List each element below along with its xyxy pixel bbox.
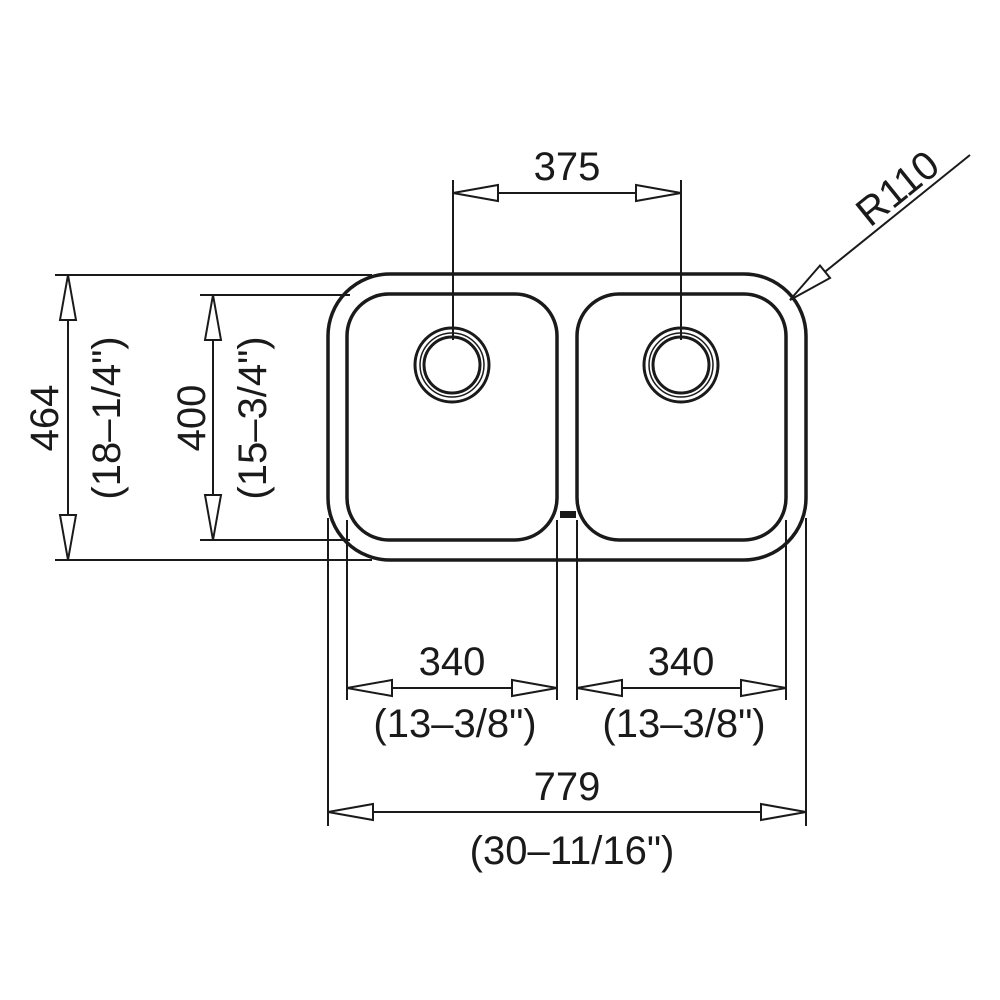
overall-depth-label: 464	[23, 385, 67, 452]
bowl-depth-inches-label: (15–3/4")	[231, 336, 275, 499]
drain-spacing-label: 375	[534, 145, 601, 189]
right-bowl-width-inches-label: (13–3/8")	[602, 702, 765, 746]
overall-depth-inches-label: (18–1/4")	[85, 336, 129, 499]
corner-radius-label: R110	[848, 143, 948, 235]
sink-outer-rim	[326, 272, 808, 562]
right-bowl-width-dimension: 340 (13–3/8")	[576, 520, 787, 746]
corner-radius-dimension: R110	[783, 143, 971, 308]
right-bowl-width-label: 340	[648, 640, 715, 684]
left-bowl-width-label: 340	[419, 640, 486, 684]
bowl-depth-label: 400	[170, 385, 214, 452]
overall-depth-dimension: 464 (18–1/4")	[23, 274, 372, 561]
overall-width-inches-label: (30–11/16")	[470, 829, 675, 873]
bowl-depth-dimension: 400 (15–3/4")	[170, 294, 350, 541]
overall-width-label: 779	[534, 765, 601, 809]
drain-spacing-dimension: 375	[452, 145, 682, 340]
left-bowl-width-inches-label: (13–3/8")	[373, 702, 536, 746]
overall-width-dimension: 779 (30–11/16")	[327, 518, 807, 873]
overflow-connector	[560, 511, 576, 518]
left-bowl-width-dimension: 340 (13–3/8")	[346, 520, 558, 746]
